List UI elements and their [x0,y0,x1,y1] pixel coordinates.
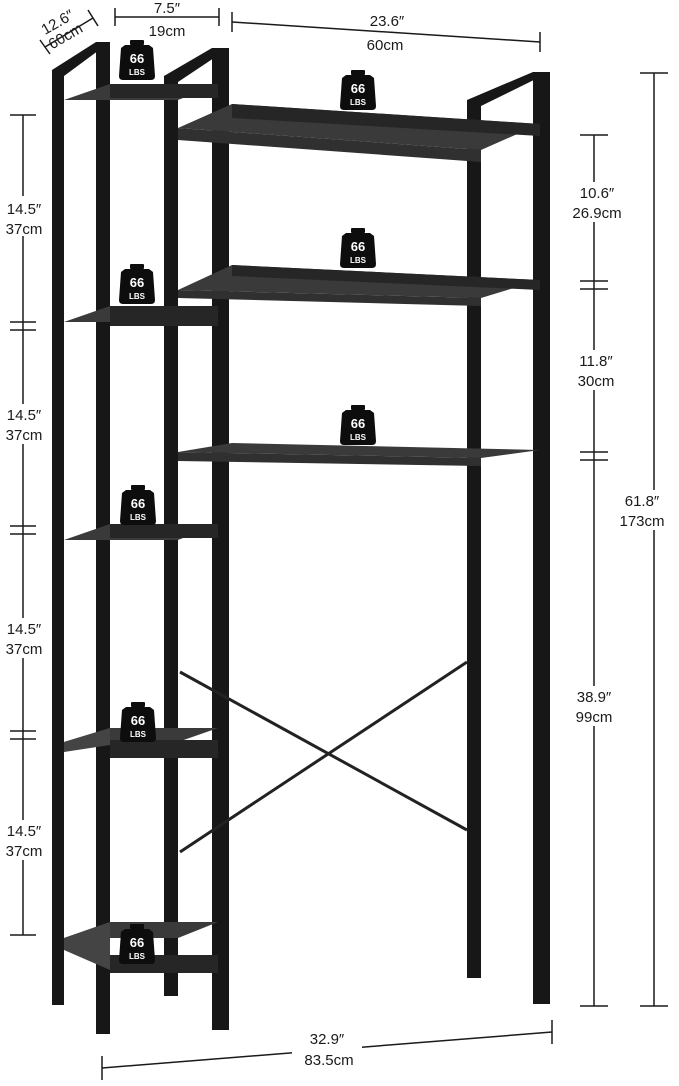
weight-value: 66 [351,239,365,254]
kettlebell-weight-icon: 66 LBS [120,485,156,525]
dimension-labels: 12.6″ 60cm 7.5″ 19cm 23.6″ 60cm 14.5″ 37… [6,0,665,1069]
weight-unit: LBS [129,68,146,77]
side-shelves [64,84,218,973]
main-shelf-top [178,104,540,162]
side-spacing-3-cm: 37cm [6,641,43,658]
kettlebell-weight-icon: 66 LBS [119,40,155,80]
side-width-cm: 19cm [149,23,186,40]
side-spacing-4-cm: 37cm [6,843,43,860]
side-spacing-1-cm: 37cm [6,221,43,238]
post-right-back [467,100,481,978]
side-width-inches: 7.5″ [154,0,181,17]
weight-value: 66 [130,935,144,950]
weight-unit: LBS [350,433,367,442]
total-height-cm: 173cm [619,513,664,530]
top-width-cm: 60cm [367,37,404,54]
side-spacing-1-inches: 14.5″ [7,201,42,218]
weight-value: 66 [131,496,145,511]
kettlebell-weight-icon: 66 LBS [119,924,155,964]
weight-unit: LBS [129,292,146,301]
kettlebell-weight-icon: 66 LBS [119,264,155,304]
total-width-cm: 83.5cm [304,1052,353,1069]
weight-unit: LBS [130,513,147,522]
side-spacing-3-inches: 14.5″ [7,621,42,638]
side-shelf-3 [64,524,218,540]
weight-unit: LBS [129,952,146,961]
weight-value: 66 [131,713,145,728]
side-shelf-5 [64,922,218,973]
weight-value: 66 [351,81,365,96]
side-spacing-2-inches: 14.5″ [7,407,42,424]
total-width-inches: 32.9″ [310,1031,345,1048]
upper-spacing-2-inches: 11.8″ [579,353,613,370]
label-backgrounds [2,182,670,1070]
weight-value: 66 [351,416,365,431]
side-shelf-1 [64,84,218,100]
upper-spacing-2-cm: 30cm [578,373,615,390]
weight-value: 66 [130,275,144,290]
side-shelf-2 [64,306,218,326]
top-width-inches: 23.6″ [370,13,405,30]
kettlebell-weight-icon: 66 LBS [120,702,156,742]
upper-spacing-1-inches: 10.6″ [580,185,615,202]
main-shelf-middle [178,265,540,306]
dimension-lines [10,8,668,1080]
upper-spacing-1-cm: 26.9cm [572,205,621,222]
weight-unit: LBS [350,98,367,107]
weight-value: 66 [130,51,144,66]
cross-brace [179,660,468,854]
weight-unit: LBS [350,256,367,265]
clearance-cm: 99cm [576,709,613,726]
kettlebell-weight-icon: 66 LBS [340,228,376,268]
weight-unit: LBS [130,730,147,739]
clearance-inches: 38.9″ [577,689,612,706]
main-shelf-lower [178,443,540,466]
post-right-front [533,72,550,1002]
kettlebell-weight-icon: 66 LBS [340,405,376,445]
side-spacing-2-cm: 37cm [6,427,43,444]
side-spacing-4-inches: 14.5″ [7,823,42,840]
kettlebell-weight-icon: 66 LBS [340,70,376,110]
post-left-back [52,70,64,1005]
main-shelves [178,104,540,466]
weight-badges: 66 LBS 66 LBS 66 LBS 66 LBS 66 LBS 66 LB… [119,40,376,964]
total-height-inches: 61.8″ [625,493,660,510]
